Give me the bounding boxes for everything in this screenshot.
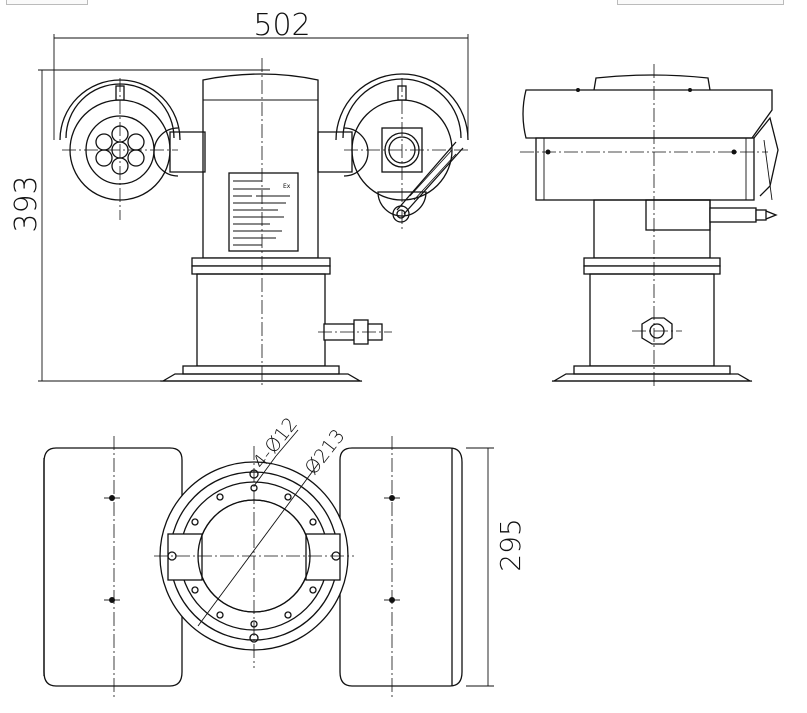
right-camera-head [317, 73, 470, 230]
dim-depth-label: 295 [494, 518, 527, 571]
central-housing: Ex [160, 58, 392, 388]
side-view [520, 64, 779, 388]
height-dimension: 393 [9, 69, 270, 382]
left-illuminator [59, 78, 206, 220]
nameplate-ex-mark: Ex [283, 183, 291, 190]
top-right-edge-fragment [617, 0, 784, 5]
cable-gland [318, 319, 392, 345]
nameplate [228, 172, 299, 252]
dim-height-label: 393 [9, 175, 44, 232]
front-view: 502 393 [9, 8, 470, 388]
width-dimension: 502 [53, 8, 469, 140]
depth-dimension: 295 [466, 447, 527, 687]
bottom-view: 4-Ø12 Ø213 295 [43, 413, 527, 700]
dim-width-label: 502 [253, 8, 310, 43]
top-left-edge-fragment [6, 0, 88, 5]
